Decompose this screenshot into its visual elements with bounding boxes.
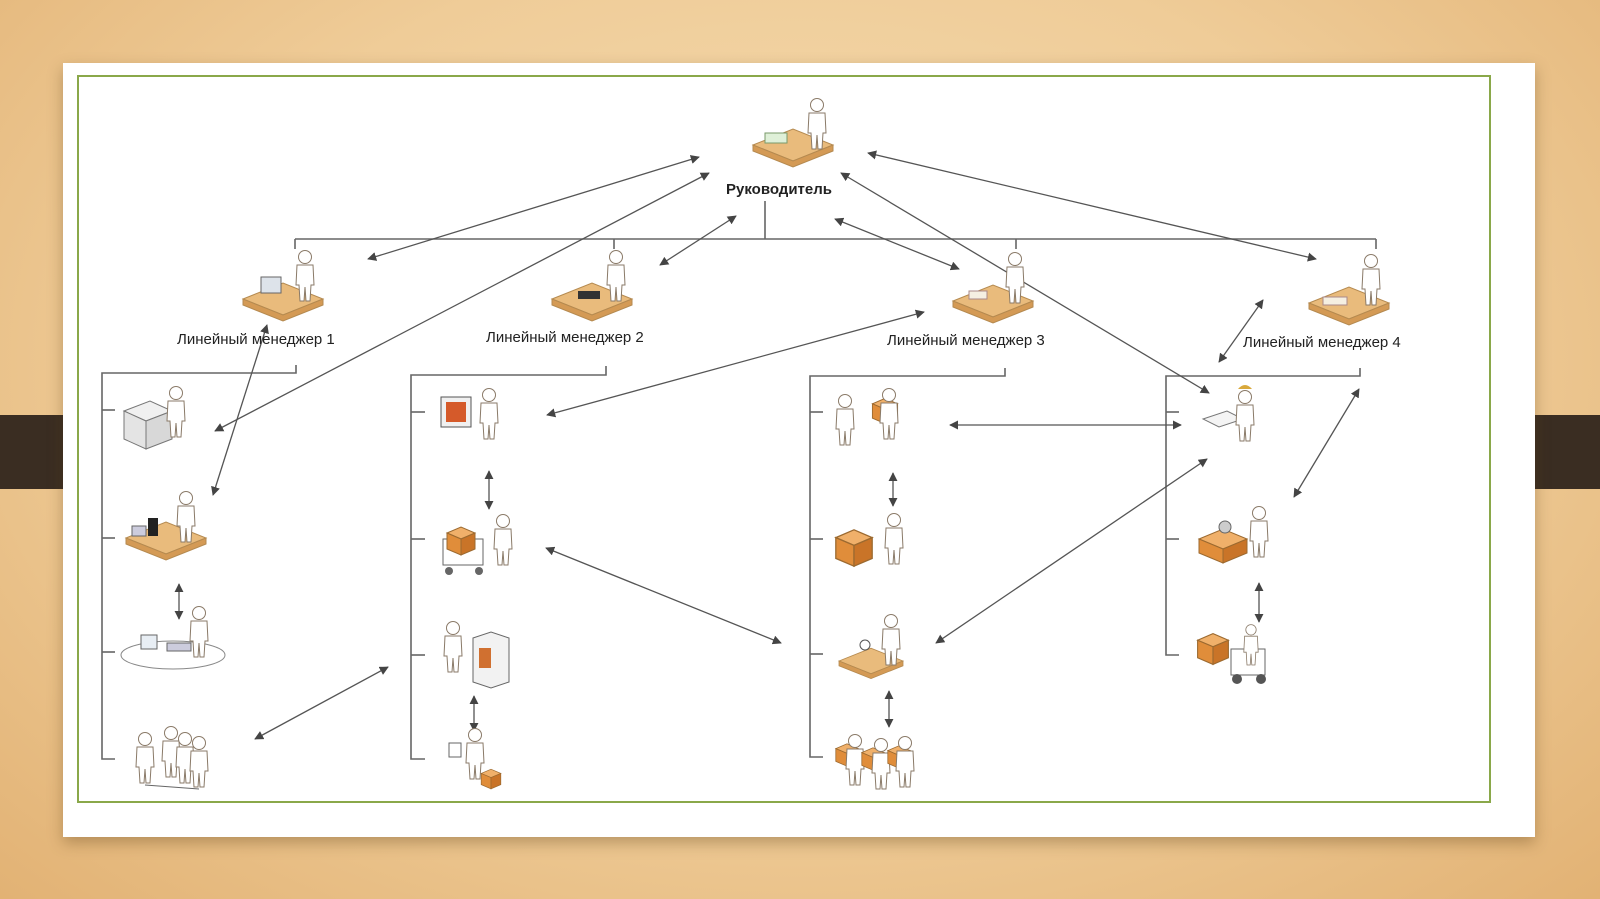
machine-operator-icon	[1197, 506, 1269, 564]
manager-desk-icon	[1308, 254, 1390, 326]
manager-desk-icon	[551, 250, 633, 322]
org-diagram	[77, 75, 1491, 803]
manager-3-label: Линейный менеджер 3	[887, 332, 1045, 349]
surveyor-icon	[1201, 385, 1255, 442]
packing-worker-icon	[835, 513, 904, 567]
team-group-icon	[135, 726, 209, 790]
executive-desk-icon	[752, 98, 834, 168]
manager-desk-icon	[242, 250, 324, 322]
manager-desk-icon	[952, 252, 1034, 324]
courier-icon	[448, 728, 502, 790]
manager-2-label: Линейный менеджер 2	[486, 329, 644, 346]
computer-worker-icon	[122, 386, 186, 450]
manager-1-label: Линейный менеджер 1	[177, 331, 335, 348]
cart-worker-icon	[442, 514, 513, 575]
manager-4-label: Линейный менеджер 4	[1243, 334, 1401, 351]
hierarchy-lines	[101, 201, 1377, 760]
monitor-operator-icon	[440, 388, 499, 440]
slide: Руководитель Линейный менеджер 1 Линейны…	[63, 63, 1535, 837]
server-rack-icon	[443, 621, 510, 689]
forklift-icon	[1197, 624, 1266, 684]
box-carriers-icon	[835, 734, 915, 790]
inspection-worker-icon	[838, 614, 904, 679]
frame-border	[77, 75, 1491, 803]
lab-bench-icon	[120, 606, 226, 670]
head-label: Руководитель	[726, 181, 832, 198]
relation-arrows	[174, 150, 1360, 740]
box-handover-icon	[835, 388, 899, 446]
microscope-worker-icon	[125, 491, 207, 561]
